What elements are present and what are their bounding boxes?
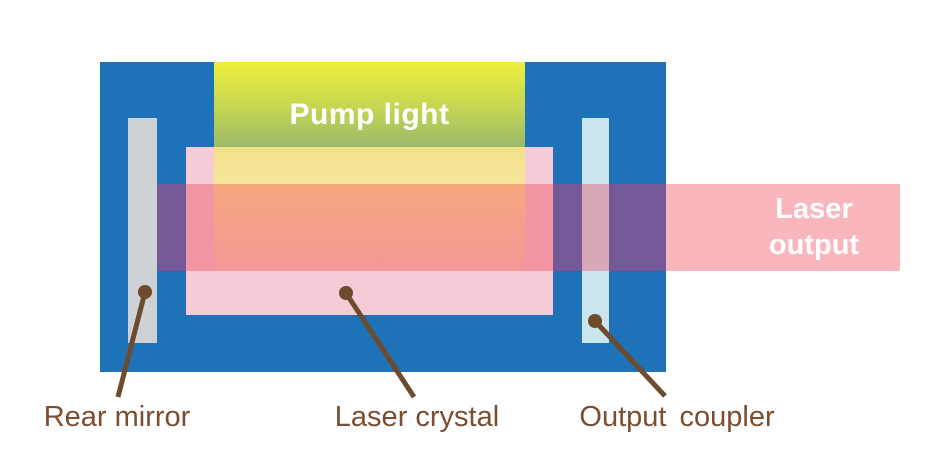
pump-light-beam (214, 62, 525, 147)
beam-over-crystal-left (186, 184, 214, 271)
pump-light-beam-in-crystal (214, 147, 525, 184)
rear-mirror-label: Rear mirror (43, 401, 191, 433)
beam-over-output-coupler (582, 184, 609, 271)
pump-light-label: Pump light (289, 98, 450, 131)
laser-output-beam (666, 184, 900, 271)
beam-over-pump-region (214, 184, 525, 271)
laser-output-label-line1: Laser (775, 193, 853, 225)
beam-over-cavity-left (157, 184, 186, 271)
rear-mirror-bar (128, 118, 157, 343)
beam-over-crystal-right (525, 184, 553, 271)
laser-crystal-label: Laser crystal (334, 401, 500, 433)
laser-beam (157, 184, 900, 271)
laser-output-label: Laser output (769, 191, 859, 263)
output-coupler-label: Output coupler (579, 401, 775, 433)
laser-output-label-line2: output (768, 229, 860, 261)
beam-over-cavity-right (609, 184, 666, 271)
beam-over-cavity-mid (553, 184, 582, 271)
